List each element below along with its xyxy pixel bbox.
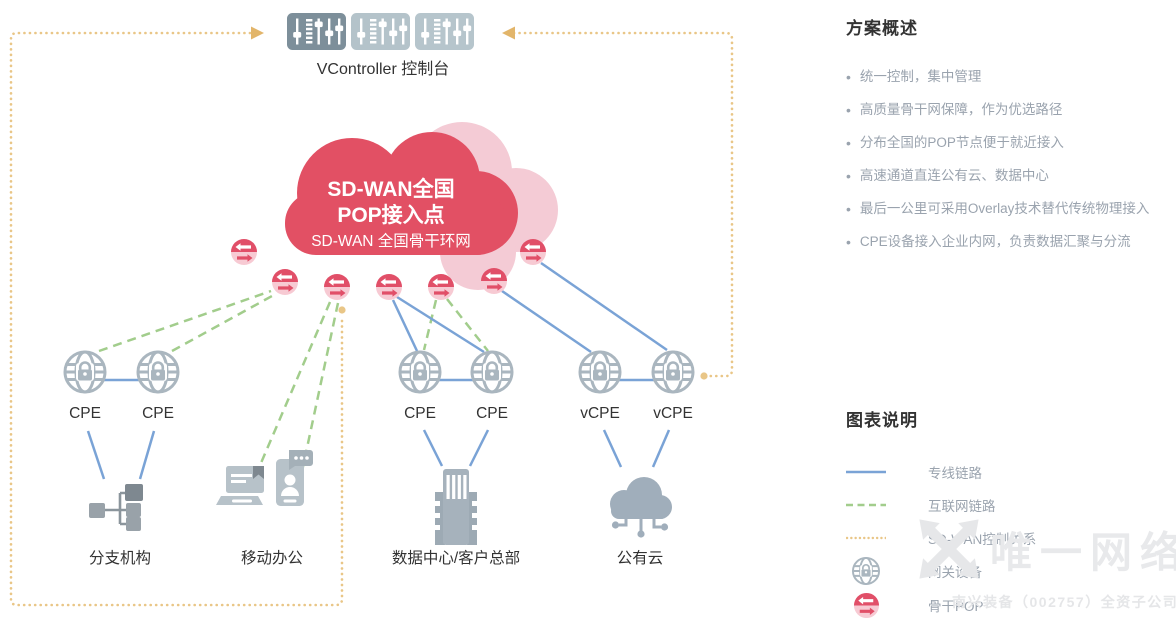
- bullet-icon: •: [846, 69, 851, 85]
- equalizer-icon: [351, 13, 410, 50]
- overview-item: • 分布全国的POP节点便于就近接入: [846, 133, 1176, 153]
- control-path-right: [502, 26, 734, 380]
- vcpe-label: vCPE: [580, 405, 620, 422]
- pop-icon: [231, 239, 257, 265]
- control-arrow-left-icon: [502, 26, 515, 40]
- equalizer-icon: [415, 13, 474, 50]
- internet-link: [171, 294, 273, 353]
- solution-overview-panel: 方案概述 • 统一控制，集中管理 • 高质量骨干网保障，作为优选路径 • 分布全国的P…: [846, 14, 1176, 265]
- mobile-office-icon: [216, 450, 313, 506]
- phone-icon: [276, 450, 313, 506]
- legend-row-control: SD-WAN控制关系: [846, 521, 1176, 554]
- overview-item: • 统一控制，集中管理: [846, 67, 1176, 87]
- overview-item-text: 最后一公里可采用Overlay技术替代传统物理接入: [859, 201, 1150, 216]
- overview-list: • 统一控制，集中管理 • 高质量骨干网保障，作为优选路径 • 分布全国的POP节点便…: [846, 67, 1176, 252]
- bullet-icon: •: [846, 168, 851, 184]
- branch-office-icon: [89, 484, 143, 531]
- overview-item: • 高质量骨干网保障，作为优选路径: [846, 100, 1176, 120]
- dedicated-link: [86, 430, 106, 480]
- pop-icon: [481, 268, 507, 294]
- overview-item: • 最后一公里可采用Overlay技术替代传统物理接入: [846, 199, 1176, 219]
- bullet-icon: •: [846, 102, 851, 118]
- public-cloud-icon: [610, 477, 672, 538]
- site-label-branch: 分支机构: [89, 549, 151, 567]
- overview-item-text: 高质量骨干网保障，作为优选路径: [859, 102, 1063, 117]
- control-arrow-right-icon: [251, 26, 264, 40]
- site-label-datacenter: 数据中心/客户总部: [392, 549, 520, 567]
- dotted-orange-line-icon: [846, 535, 886, 541]
- gateway-globe-lock-icon: [398, 350, 442, 394]
- overview-title: 方案概述: [846, 19, 918, 38]
- legend-label: 互联网链路: [928, 498, 996, 514]
- pop-icon: [324, 274, 350, 300]
- gateway-globe-lock-icon: [136, 350, 180, 394]
- overview-item: • 高速通道直连公有云、数据中心: [846, 166, 1176, 186]
- cpe-label: CPE: [69, 405, 101, 422]
- legend-row-internet: 互联网链路: [846, 488, 1176, 521]
- datacenter-building-icon: [435, 469, 477, 545]
- vcpe-label: vCPE: [653, 405, 693, 422]
- bullet-icon: •: [846, 234, 851, 250]
- pop-icon: [376, 274, 402, 300]
- solid-blue-line-icon: [846, 469, 886, 475]
- dedicated-link: [422, 429, 444, 467]
- cloud-title-line2: POP接入点: [337, 203, 444, 227]
- cpe-label: CPE: [476, 405, 508, 422]
- dedicated-link: [391, 299, 419, 352]
- pop-icon: [846, 592, 886, 618]
- gateway-globe-lock-icon: [470, 350, 514, 394]
- legend-label: SD-WAN控制关系: [928, 531, 1037, 547]
- dedicated-link: [501, 289, 592, 354]
- legend-row-dedicated: 专线链路: [846, 455, 1176, 488]
- cpe-label: CPE: [142, 405, 174, 422]
- internet-link: [250, 301, 332, 485]
- cpe-label: CPE: [404, 405, 436, 422]
- cloud-title-line1: SD-WAN全国: [327, 177, 454, 201]
- legend-label: 网关设备: [928, 565, 982, 580]
- overview-item-text: 分布全国的POP节点便于就近接入: [859, 135, 1064, 150]
- bullet-icon: •: [846, 135, 851, 151]
- dedicated-link: [651, 429, 671, 468]
- site-label-mobile: 移动办公: [241, 549, 303, 567]
- gateway-globe-lock-icon: [651, 350, 695, 394]
- legend-panel: 图表说明 专线链路 互联网链路 SD-WAN控制关系 网关设备: [846, 406, 1176, 618]
- dedicated-link: [468, 429, 490, 467]
- overview-item: • CPE设备接入企业内网，负责数据汇聚与分流: [846, 232, 1176, 252]
- overview-item-text: 统一控制，集中管理: [859, 69, 982, 84]
- control-endpoint-dot: [700, 372, 708, 380]
- legend-title: 图表说明: [846, 411, 918, 430]
- dedicated-link: [602, 429, 623, 468]
- overview-item-text: CPE设备接入企业内网，负责数据汇聚与分流: [859, 234, 1131, 249]
- gateway-globe-lock-icon: [63, 350, 107, 394]
- dedicated-link: [138, 430, 156, 480]
- pop-icon: [428, 274, 454, 300]
- control-path-left: [9, 26, 346, 607]
- internet-link: [446, 298, 489, 352]
- cloud-subtitle: SD-WAN 全国骨干环网: [311, 232, 471, 250]
- dedicated-link: [396, 295, 485, 354]
- pop-icon: [520, 239, 546, 265]
- internet-link: [98, 289, 272, 353]
- dashed-green-line-icon: [846, 502, 886, 508]
- equalizer-icon: [287, 13, 346, 50]
- legend-label: 骨干POP: [928, 599, 984, 614]
- control-endpoint-dot: [338, 306, 346, 314]
- diagram-canvas: SD-WAN全国 POP接入点 SD-WAN 全国骨干环网: [9, 13, 734, 607]
- controller-label: VController 控制台: [317, 60, 449, 78]
- backbone-cloud: [285, 132, 518, 255]
- dedicated-link: [540, 261, 668, 352]
- bullet-icon: •: [846, 201, 851, 217]
- globe-lock-icon: [846, 556, 886, 586]
- laptop-icon: [216, 466, 264, 505]
- legend-row-gateway: 网关设备: [846, 554, 1176, 588]
- pop-icon: [272, 269, 298, 295]
- gateway-globe-lock-icon: [578, 350, 622, 394]
- legend-label: 专线链路: [928, 465, 982, 481]
- internet-link: [422, 299, 438, 351]
- overview-item-text: 高速通道直连公有云、数据中心: [859, 168, 1049, 183]
- legend-row-pop: 骨干POP: [846, 588, 1176, 618]
- site-label-cloud: 公有云: [617, 549, 664, 567]
